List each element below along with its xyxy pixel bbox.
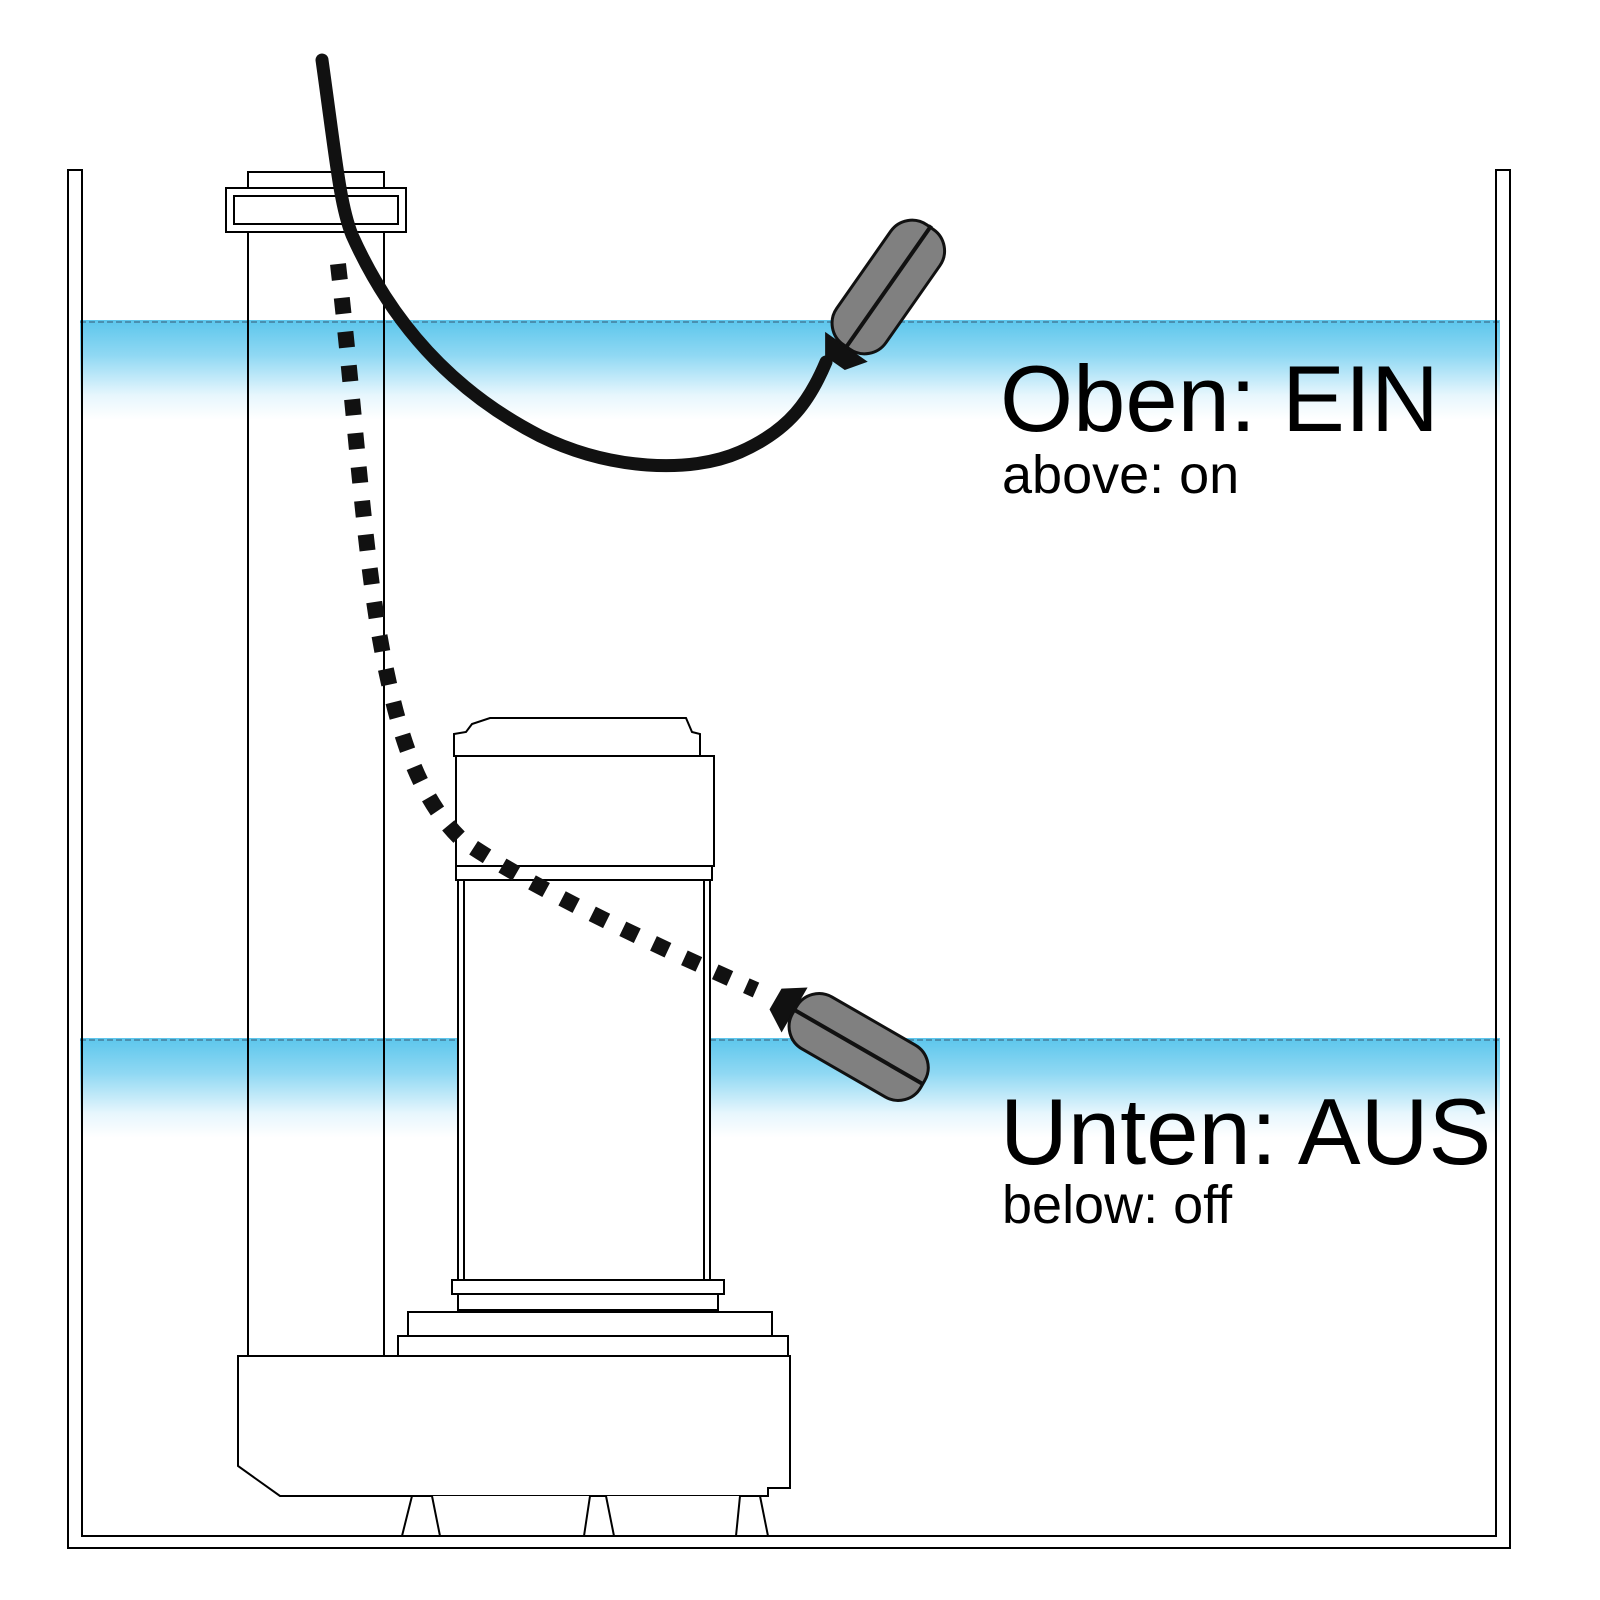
float-switch-lower	[769, 987, 930, 1102]
water-level-lower	[80, 1038, 1500, 1138]
discharge-pipe	[225, 171, 407, 1358]
tank	[67, 169, 1511, 1549]
upper-level-label-en: above: on	[1002, 445, 1240, 505]
float-switch-upper	[825, 218, 947, 371]
water-level-upper	[80, 320, 1500, 420]
pump-base	[237, 1355, 791, 1537]
lower-level-label-de: Unten: AUS	[1000, 1079, 1492, 1184]
pump-motor-housing	[397, 717, 789, 1357]
float-cable-upper	[315, 53, 833, 473]
lower-level-label-en: below: off	[1002, 1175, 1233, 1235]
upper-level-label-de: Oben: EIN	[1000, 346, 1439, 451]
